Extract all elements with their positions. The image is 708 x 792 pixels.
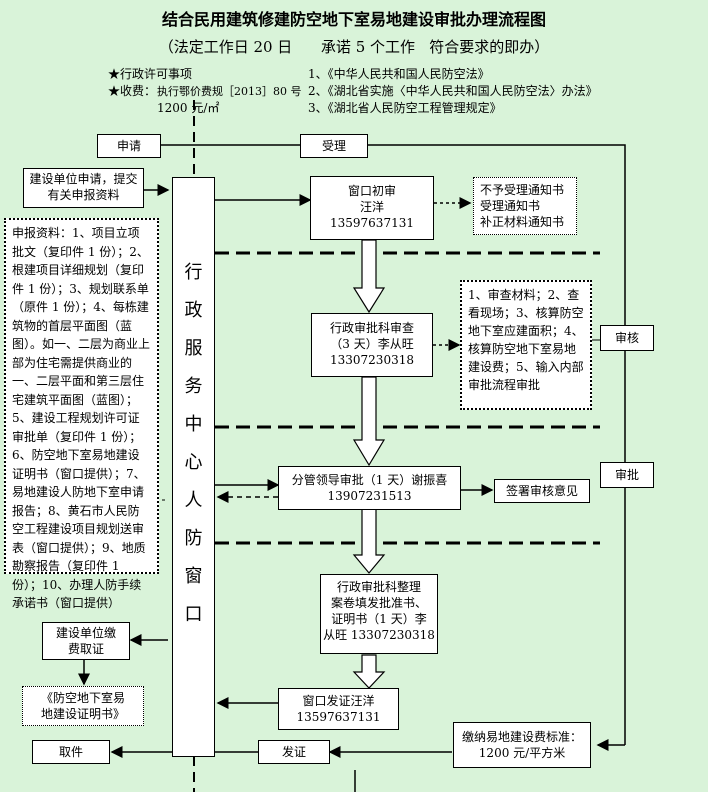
accept-box: 受理	[300, 134, 368, 158]
center-char: 心	[184, 452, 203, 473]
law-2: 2、《湖北省实施〈中华人民共和国人民防空法〉办法》	[308, 84, 598, 98]
review-tasks-box: 1、审查材料；2、查看现场；3、核算防空地下室应建面积；4、核算防空地下室易地建…	[460, 280, 592, 410]
application-materials-box: 申报资料：1、项目立项批文（复印件 1 份）；2、根建项目详细规划（复印件 1 …	[4, 218, 159, 610]
window-issue-box: 窗口发证汪洋 13597637131	[278, 688, 399, 730]
issue-box: 发证	[258, 740, 330, 764]
center-char: 中	[184, 414, 203, 435]
fee-label: ★收费：	[108, 84, 157, 98]
fee-basis: 执行鄂价费规［2013］80 号	[157, 85, 302, 98]
law-1: 1、《中华人民共和国人民防空法》	[308, 67, 490, 81]
fee-standard-box: 缴纳易地建设费标准： 1200 元/平方米	[453, 722, 591, 768]
audit-box: 审核	[600, 325, 654, 351]
notices-box: 不予受理通知书 受理通知书 补正材料通知书	[473, 177, 577, 235]
center-char: 政	[184, 300, 203, 321]
section-separators	[215, 251, 600, 545]
window-initial-review-box: 窗口初审 汪洋 13597637131	[310, 176, 434, 240]
apply-box: 申请	[97, 134, 161, 158]
sign-opinion-box: 签署审核意见	[494, 479, 590, 503]
center-char: 务	[184, 376, 203, 397]
page-subtitle: （法定工作日 20 日 承诺 5 个工作 符合要求的即办）	[158, 38, 550, 56]
down-arrows	[352, 239, 386, 689]
section-review-box: 行政审批科审查 （3 天）李从旺 13307230318	[311, 313, 433, 377]
pay-fee-box: 建设单位缴 费取证	[42, 622, 130, 660]
applicant-box: 建设单位申请，提交有关申报资料	[23, 168, 144, 208]
center-char: 防	[184, 528, 203, 549]
page-title: 结合民用建筑修建防空地下室易地建设审批办理流程图	[161, 10, 546, 29]
admin-service-center-window: 行政服务中心人防窗口	[172, 177, 215, 757]
approve-box: 审批	[600, 462, 654, 488]
certificate-box: 《防空地下室易 地建设证明书》	[22, 686, 144, 726]
center-char: 行	[184, 262, 203, 283]
law-3: 3、《湖北省人民防空工程管理规定》	[308, 101, 502, 115]
fee-amount: 1200 元/㎡	[157, 101, 220, 115]
issue-preparation-box: 行政审批科整理 案卷填发批准书、 证明书（1 天）李 从旺 1330723031…	[320, 574, 438, 654]
center-char: 窗	[184, 566, 203, 587]
permit-item-label: ★行政许可事项	[108, 67, 193, 81]
pickup-box: 取件	[32, 740, 110, 764]
leader-approval-box: 分管领导审批（1 天）谢振喜 13907231513	[278, 466, 461, 510]
center-char: 口	[184, 604, 203, 625]
center-char: 服	[184, 338, 203, 359]
center-char: 人	[184, 490, 203, 511]
